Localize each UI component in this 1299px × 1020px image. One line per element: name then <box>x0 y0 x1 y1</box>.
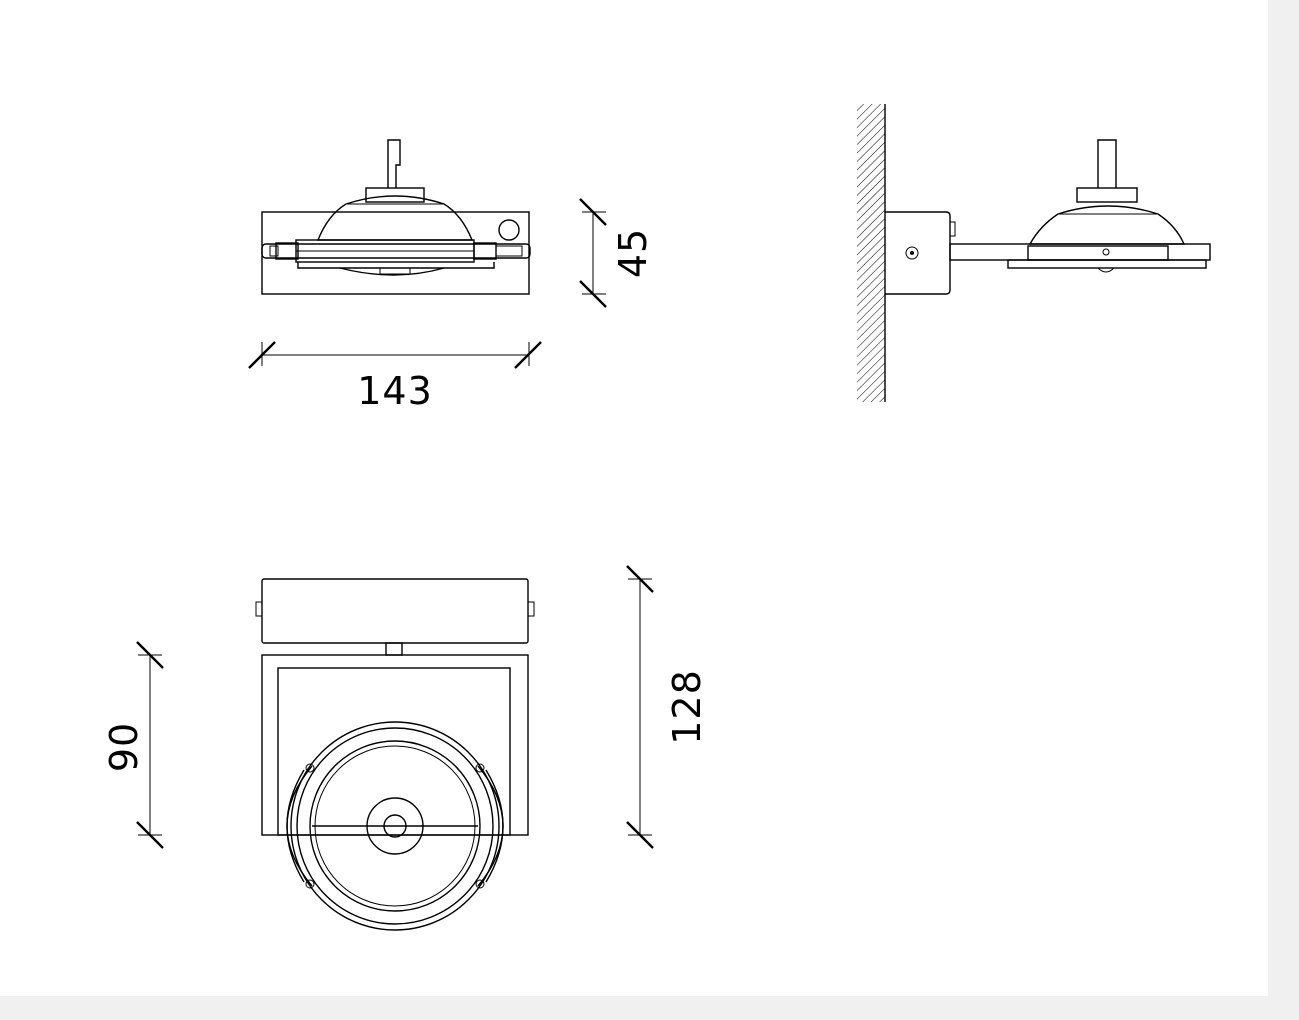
width-dimension: 143 <box>248 341 542 413</box>
connector-stem <box>387 139 401 188</box>
length-dimension: 128 <box>626 565 709 849</box>
plan-frame-inner <box>277 667 511 836</box>
front-view <box>261 139 531 295</box>
mounting-plate <box>261 211 530 295</box>
side-reflector <box>1028 205 1186 245</box>
lens <box>339 267 445 276</box>
plan-plate <box>261 578 529 644</box>
side-lens <box>1007 259 1207 269</box>
adjust-knob <box>498 219 520 241</box>
length-label: 128 <box>665 669 709 745</box>
height-dimension: 45 <box>579 198 655 308</box>
plan-frame-outer <box>261 654 529 836</box>
wall-hatch <box>857 104 885 402</box>
width-label: 143 <box>357 369 433 413</box>
connector-base <box>365 187 425 203</box>
axle-bar <box>261 243 531 259</box>
depth-dimension: 90 <box>102 641 164 849</box>
plan-neck <box>385 642 403 656</box>
plan-view <box>255 578 535 931</box>
screw-icon <box>905 246 919 260</box>
height-label: 45 <box>611 228 655 278</box>
reflector-dome <box>316 195 474 241</box>
lamp-ring-outer <box>290 721 500 931</box>
lamp-center <box>366 797 424 855</box>
depth-label: 90 <box>102 722 146 772</box>
lamp-ring-inner <box>309 740 481 912</box>
side-view <box>857 104 1211 402</box>
